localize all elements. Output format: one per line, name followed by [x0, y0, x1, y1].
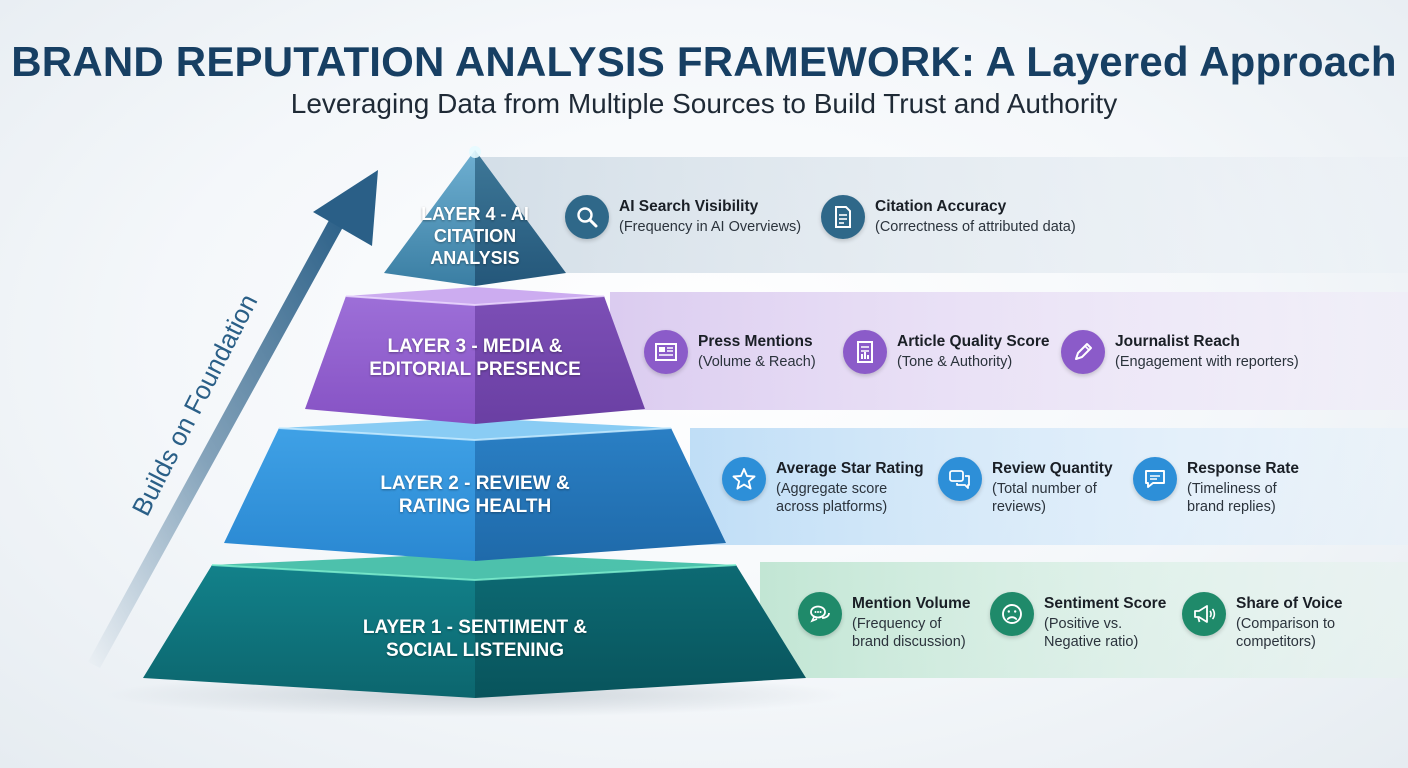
- speech-bubbles-icon: [798, 592, 842, 636]
- metric-review-quantity: Review Quantity (Total number of reviews…: [938, 457, 1120, 516]
- star-icon: [722, 457, 766, 501]
- metric-desc: (Tone & Authority): [897, 354, 1013, 370]
- band-layer-3: [610, 292, 1408, 410]
- metric-title: Press Mentions: [698, 333, 813, 350]
- metric-desc: (Frequency of brand discussion): [852, 616, 966, 651]
- metric-response-rate: Response Rate (Timeliness of brand repli…: [1133, 457, 1307, 516]
- metric-sentiment-score: Sentiment Score (Positive vs. Negative r…: [990, 592, 1169, 651]
- layer-4-label: LAYER 4 - AI CITATION ANALYSIS: [421, 204, 529, 268]
- magnifier-icon: [565, 195, 609, 239]
- metric-desc: (Timeliness of brand replies): [1187, 481, 1277, 516]
- reply-bubble-icon: [1133, 457, 1177, 501]
- band-layer-4: [470, 157, 1408, 273]
- article-icon: [843, 330, 887, 374]
- page-subtitle: Leveraging Data from Multiple Sources to…: [290, 88, 1118, 119]
- metric-desc: (Volume & Reach): [698, 354, 816, 370]
- pyramid-layer-3: [305, 287, 645, 424]
- pen-icon: [1061, 330, 1105, 374]
- layer-3-label: LAYER 2 - REVIEW & RATING HEALTH LAYER 3…: [369, 335, 581, 380]
- document-icon: [821, 195, 865, 239]
- newspaper-icon: [644, 330, 688, 374]
- metric-ai-search-visibility: AI Search Visibility (Frequency in AI Ov…: [565, 195, 802, 239]
- metric-title: Article Quality Score: [897, 333, 1050, 350]
- metric-title: Sentiment Score: [1044, 595, 1167, 612]
- metric-share-of-voice: Share of Voice (Comparison to competitor…: [1182, 592, 1354, 651]
- layer-2-label: LAYER 2 - REVIEW & RATING HEALTH: [380, 472, 570, 517]
- metric-citation-accuracy: Citation Accuracy (Correctness of attrib…: [821, 195, 1076, 239]
- band-layer-1: [760, 562, 1408, 678]
- pyramid-layer-2: [224, 418, 726, 561]
- page-title: BRAND REPUTATION ANALYSIS FRAMEWORK: A L…: [11, 38, 1397, 85]
- metric-desc: (Correctness of attributed data): [875, 219, 1076, 235]
- metric-title: Share of Voice: [1236, 595, 1343, 612]
- metric-title: Average Star Rating: [776, 460, 924, 477]
- metric-desc: (Positive vs. Negative ratio): [1044, 616, 1139, 651]
- metric-desc: (Total number of reviews): [992, 481, 1097, 516]
- sad-face-icon: [990, 592, 1034, 636]
- metric-desc: (Aggregate score across platforms): [776, 481, 888, 516]
- metric-press-mentions: Press Mentions (Volume & Reach): [644, 330, 816, 374]
- metric-mention-volume: Mention Volume (Frequency of brand discu…: [798, 592, 982, 651]
- metric-average-star-rating: Average Star Rating (Aggregate score acr…: [722, 457, 926, 516]
- pyramid-layer-4: [384, 146, 566, 286]
- metric-journalist-reach: Journalist Reach (Engagement with report…: [1061, 330, 1299, 374]
- metric-title: Response Rate: [1187, 460, 1299, 477]
- metric-title: Citation Accuracy: [875, 198, 1007, 215]
- metric-title: Mention Volume: [852, 595, 971, 612]
- metric-title: AI Search Visibility: [619, 198, 759, 215]
- layer-1-label: LAYER 1 - SENTIMENT & SOCIAL LISTENING: [362, 616, 588, 661]
- metric-desc: (Comparison to competitors): [1236, 616, 1336, 651]
- chat-bubbles-icon: [938, 457, 982, 501]
- band-layer-2: [690, 428, 1408, 545]
- metric-title: Review Quantity: [992, 460, 1113, 477]
- pyramid-layer-1: [143, 553, 806, 698]
- metric-desc: (Frequency in AI Overviews): [619, 219, 802, 235]
- metric-desc: (Engagement with reporters): [1115, 354, 1299, 370]
- growth-arrow: [88, 170, 378, 668]
- metric-title: Journalist Reach: [1115, 333, 1240, 350]
- megaphone-icon: [1182, 592, 1226, 636]
- metric-article-quality-score: Article Quality Score (Tone & Authority): [843, 330, 1050, 374]
